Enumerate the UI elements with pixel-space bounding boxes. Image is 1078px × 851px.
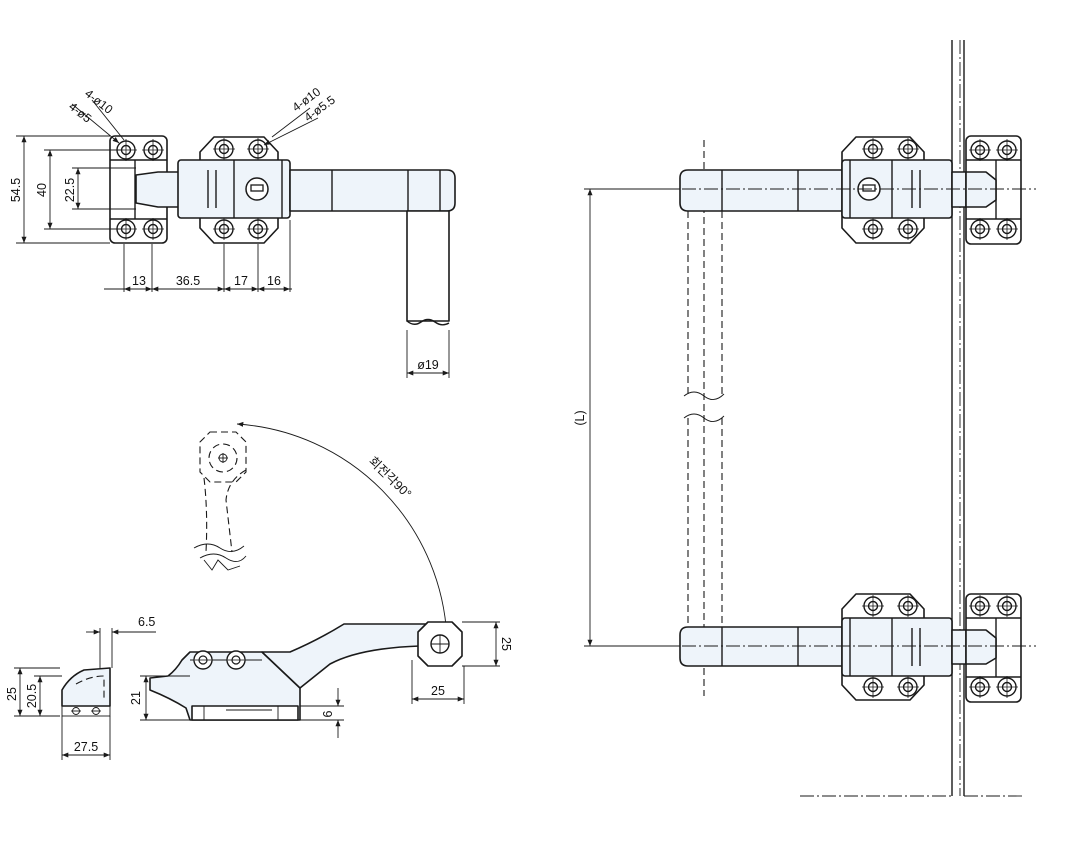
dim-25-lever-h: 25 bbox=[431, 684, 445, 698]
rotation-view: 회전각90° bbox=[193, 421, 450, 641]
dim-27-5: 27.5 bbox=[74, 740, 98, 754]
hole-callout-left: 4-ø10 4-ø5 bbox=[66, 86, 125, 144]
rod-diameter-dimension: ø19 bbox=[406, 330, 450, 378]
latch-tongue bbox=[135, 171, 183, 208]
dim-25-block: 25 bbox=[5, 687, 19, 701]
lower-handle-bar bbox=[679, 626, 846, 667]
rotation-label: 회전각90° bbox=[366, 454, 414, 501]
handle-bar bbox=[289, 169, 456, 212]
dim-36-5: 36.5 bbox=[176, 274, 200, 288]
side-view: 6.5 25 20.5 27.5 bbox=[5, 615, 513, 760]
dim-6: 6 bbox=[321, 710, 335, 717]
dim-rod-diameter: ø19 bbox=[417, 358, 439, 372]
upper-handle-bar bbox=[679, 169, 846, 212]
top-view: 54.5 40 22.5 13 36.5 17 16 ø19 bbox=[9, 84, 456, 378]
horizontal-dimensions: 13 36.5 17 16 bbox=[104, 220, 292, 292]
lock-cylinder bbox=[245, 177, 269, 201]
lower-latch-housing bbox=[841, 617, 953, 677]
rotated-handle-outline bbox=[199, 431, 247, 483]
dim-40: 40 bbox=[35, 183, 49, 197]
pivot-screw bbox=[193, 650, 213, 670]
dim-6-5: 6.5 bbox=[138, 615, 155, 629]
vertical-rod bbox=[406, 210, 450, 322]
pivot-screw bbox=[226, 650, 246, 670]
dim-17: 17 bbox=[234, 274, 248, 288]
latch-block-side bbox=[61, 667, 111, 707]
dim-22-5: 22.5 bbox=[63, 178, 77, 202]
dim-54-5: 54.5 bbox=[9, 178, 23, 202]
dim-16: 16 bbox=[267, 274, 281, 288]
dim-25-lever-v: 25 bbox=[499, 637, 513, 651]
dim-20-5: 20.5 bbox=[25, 684, 39, 708]
dim-13: 13 bbox=[132, 274, 146, 288]
dim-21: 21 bbox=[129, 691, 143, 705]
vertical-dimensions: 54.5 40 22.5 bbox=[9, 135, 136, 244]
hole-callout-right: 4-ø10 4-ø5.5 bbox=[263, 84, 338, 146]
rotation-arc bbox=[236, 421, 450, 641]
dim-length-L: (L) bbox=[573, 410, 587, 425]
assembly-view: (L) bbox=[573, 40, 1036, 797]
